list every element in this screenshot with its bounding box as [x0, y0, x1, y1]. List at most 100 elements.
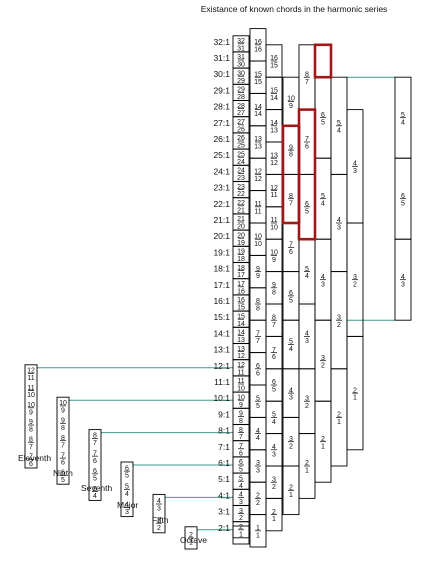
c7-interval-3-2-numerator: 3: [353, 274, 357, 281]
harmonic-num-22-denominator: 21: [237, 207, 245, 214]
pair-interval-32-denominator: 16: [254, 46, 262, 53]
chord-ninth-interval-8-7-denominator: 7: [61, 442, 65, 449]
chord-eleventh-interval-11-10-denominator: 10: [27, 392, 35, 399]
harmonic-num-9-denominator: 8: [239, 418, 243, 425]
chord-ninth-interval-10-9-numerator: 10: [59, 400, 67, 407]
harmonic-num-25-numerator: 25: [237, 151, 245, 158]
harmonic-num-10-denominator: 9: [239, 402, 243, 409]
harmonic-num-15-numerator: 15: [237, 313, 245, 320]
c4-interval-8-7-numerator: 8: [305, 71, 309, 78]
c3-interval-4-3-denominator: 3: [289, 395, 293, 402]
harmonic-num-18-denominator: 17: [237, 272, 245, 279]
row-label-11-1: 11:1: [214, 377, 230, 387]
chord-label-octave: Octave: [180, 535, 207, 545]
pair-interval-20-denominator: 10: [254, 241, 262, 248]
c3-interval-7-6-numerator: 7: [289, 242, 293, 249]
chord-seventh-interval-6-5-denominator: 5: [93, 475, 97, 482]
chord-seventh-interval-5-4-denominator: 4: [93, 493, 97, 500]
pair-interval-30-denominator: 15: [254, 79, 262, 86]
chord-major-interval-5-4-denominator: 4: [125, 491, 129, 498]
pair-interval-8-denominator: 4: [256, 435, 260, 442]
chord-eleventh-interval-8-7-numerator: 8: [29, 436, 33, 443]
chord-seventh-interval-7-6-numerator: 7: [93, 450, 97, 457]
chord-box-ninth: [56, 396, 70, 485]
harmonic-num-23-numerator: 23: [237, 184, 245, 191]
pair-interval-16-denominator: 8: [256, 306, 260, 313]
chord-label-fifth: Fifth: [152, 515, 169, 525]
harmonic-num-15-denominator: 14: [237, 321, 245, 328]
chord-ninth-interval-7-6-denominator: 6: [61, 460, 65, 467]
c3-interval-9-8-denominator: 8: [289, 152, 293, 159]
pair-interval-22-numerator: 11: [254, 201, 261, 208]
c5-interval-2-1-numerator: 2: [321, 436, 325, 443]
harmonic-num-23-denominator: 22: [237, 191, 245, 198]
c5-interval-6-5-numerator: 6: [321, 112, 325, 119]
chord-fifth-interval-4-3-numerator: 4: [157, 498, 161, 505]
pair-interval-2-denominator: 1: [256, 532, 260, 539]
connector-lines: [37, 76, 395, 531]
c2-interval-4-3-denominator: 3: [272, 451, 276, 458]
c4-interval-2-1-numerator: 2: [305, 460, 309, 467]
chord-box-eleventh: [24, 364, 38, 469]
harmonic-num-30-denominator: 29: [237, 78, 245, 85]
pair-interval-24-denominator: 12: [254, 176, 262, 183]
chord-seventh-interval-7-6-denominator: 6: [93, 458, 97, 465]
c5-interval-5-4-numerator: 5: [321, 193, 325, 200]
row-label-4-1: 4:1: [218, 490, 230, 500]
chord-seventh-interval-8-7-numerator: 8: [93, 433, 97, 440]
c3-interval-3-2-numerator: 3: [289, 436, 293, 443]
chord-fifth-interval-3-2-denominator: 2: [157, 525, 161, 532]
row-label-6-1: 6:1: [218, 458, 230, 468]
c2-interval-6-5-denominator: 5: [272, 387, 276, 394]
c4-interval-4-3-denominator: 3: [305, 338, 309, 345]
pair-interval-10-numerator: 5: [256, 395, 260, 402]
right-interval-6-5-denominator: 5: [401, 200, 405, 207]
harmonic-num-14-denominator: 13: [237, 337, 245, 344]
c4-interval-3-2-denominator: 2: [305, 403, 309, 410]
c4-interval-8-7-denominator: 7: [305, 79, 309, 86]
row-label-17-1: 17:1: [213, 280, 230, 290]
pair-interval-28-numerator: 14: [254, 104, 262, 111]
c6-interval-5-4-denominator: 4: [337, 127, 341, 134]
c2-interval-16-15-numerator: 16: [270, 55, 278, 62]
row-label-28-1: 28:1: [213, 102, 230, 112]
chord-major-interval-5-4-numerator: 5: [125, 484, 129, 491]
harmonic-num-20-numerator: 20: [237, 232, 245, 239]
chord-box-fifth: [152, 493, 166, 534]
c2-interval-13-12-numerator: 13: [270, 152, 278, 159]
c2-interval-15-14-denominator: 14: [270, 95, 278, 102]
c3-interval-6-5-denominator: 5: [289, 298, 293, 305]
c5-interval-5-4-denominator: 4: [321, 200, 325, 207]
c3-interval-10-9-numerator: 10: [287, 96, 295, 103]
c2-interval-5-4-denominator: 4: [272, 419, 276, 426]
pair-interval-10-denominator: 5: [256, 403, 260, 410]
c4-interval-4-3-numerator: 4: [305, 331, 309, 338]
row-label-7-1: 7:1: [218, 442, 230, 452]
chord-eleventh-interval-12-11-denominator: 11: [27, 375, 34, 382]
c4-interval-6-5-numerator: 6: [305, 201, 309, 208]
c2-interval-11-10-denominator: 10: [270, 225, 278, 232]
row-label-19-1: 19:1: [213, 247, 230, 257]
c2-box-15: [265, 44, 283, 78]
harmonic-num-27-denominator: 26: [237, 126, 245, 133]
chord-octave-interval-2-1-numerator: 2: [189, 532, 193, 539]
c2-interval-10-9-denominator: 9: [272, 257, 276, 264]
harmonic-num-8-numerator: 8: [239, 427, 243, 434]
harmonic-num-7-numerator: 7: [239, 443, 243, 450]
row-label-20-1: 20:1: [213, 231, 230, 241]
harmonic-num-13-numerator: 13: [237, 346, 245, 353]
chord-eleventh-interval-11-10-numerator: 11: [27, 385, 34, 392]
chord-label-eleventh: Eleventh: [18, 453, 51, 463]
chord-eleventh-interval-12-11-numerator: 12: [27, 368, 35, 375]
row-label-14-1: 14:1: [213, 328, 230, 338]
harmonic-num-17-numerator: 17: [237, 281, 245, 288]
harmonic-num-28-denominator: 27: [237, 110, 245, 117]
row-label-9-1: 9:1: [218, 409, 230, 419]
chord-eleventh-interval-9-8-denominator: 8: [29, 427, 33, 434]
c2-interval-15-14-numerator: 15: [270, 88, 278, 95]
pair-interval-6-numerator: 3: [256, 460, 260, 467]
row-label-18-1: 18:1: [213, 264, 230, 274]
harmonic-num-4-denominator: 3: [239, 499, 243, 506]
chord-label-seventh: Seventh: [81, 483, 112, 493]
chord-fifth-interval-4-3-denominator: 3: [157, 506, 161, 513]
